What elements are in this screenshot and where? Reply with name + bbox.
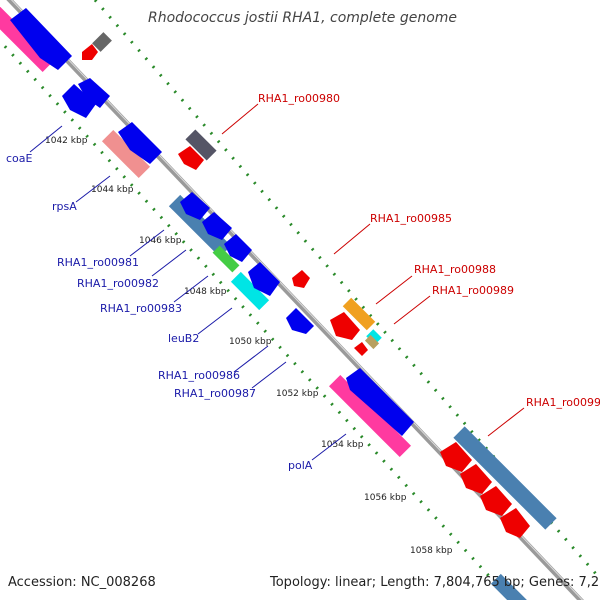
- gene-label-coaE[interactable]: coaE: [6, 152, 33, 165]
- gene-blue-b[interactable]: [202, 212, 232, 240]
- gene-label-RHA1_ro00987[interactable]: RHA1_ro00987: [174, 387, 256, 400]
- gene-red-a[interactable]: [330, 312, 360, 340]
- gene-label-RHA1_ro00986[interactable]: RHA1_ro00986: [158, 369, 240, 382]
- accession-text: Accession: NC_008268: [8, 575, 156, 590]
- gene-green[interactable]: [212, 245, 240, 273]
- gene-red-b[interactable]: [354, 342, 368, 356]
- tick-label: 1052 kbp: [276, 389, 319, 399]
- gene-label-RHA1_ro00982[interactable]: RHA1_ro00982: [77, 277, 159, 290]
- gene-label-RHA1_ro00981[interactable]: RHA1_ro00981: [57, 256, 139, 269]
- gene-red-c4[interactable]: [500, 508, 530, 538]
- gene-blue-d[interactable]: [286, 308, 314, 334]
- tick-label: 1050 kbp: [229, 337, 272, 347]
- map-title: Rhodococcus jostii RHA1, complete genome: [148, 10, 457, 26]
- gene-salmon-rpsA[interactable]: [101, 129, 151, 179]
- tick-label: 1044 kbp: [91, 185, 134, 195]
- gene-label-rpsA[interactable]: rpsA: [52, 200, 77, 213]
- tick-label: 1058 kbp: [410, 546, 453, 556]
- forward-strand-genes: [0, 4, 530, 600]
- gene-orange[interactable]: [342, 297, 376, 331]
- gene-label-RHA1_ro00991[interactable]: RHA1_ro00991: [526, 396, 600, 409]
- gene-red-c3[interactable]: [480, 486, 512, 516]
- gene-gray[interactable]: [92, 32, 112, 52]
- gene-label-RHA1_ro00983[interactable]: RHA1_ro00983: [100, 302, 182, 315]
- gene-red-c1[interactable]: [440, 442, 472, 472]
- gene-steelblue-long[interactable]: [453, 426, 557, 530]
- scale-ticks: 1042 kbp 1044 kbp 1046 kbp 1048 kbp 1050…: [45, 136, 453, 556]
- gene-cyan[interactable]: [366, 329, 382, 345]
- gene-cyan-leuB2[interactable]: [230, 271, 270, 311]
- gene-blue-top[interactable]: [10, 8, 72, 70]
- gene-label-RHA1_ro00989[interactable]: RHA1_ro00989: [432, 284, 514, 297]
- tick-label: 1054 kbp: [321, 440, 364, 450]
- gene-multicolor[interactable]: [185, 129, 217, 161]
- gene-red-mid[interactable]: [292, 270, 310, 288]
- gene-red-small[interactable]: [82, 44, 98, 60]
- gene-pink-top[interactable]: [0, 4, 54, 72]
- gene-blue-c[interactable]: [224, 234, 252, 262]
- gene-label-polA[interactable]: polA: [288, 459, 313, 472]
- callout-lines: [29, 103, 525, 461]
- gene-label-RHA1_ro00988[interactable]: RHA1_ro00988: [414, 263, 496, 276]
- gc-track-inner: [0, 38, 513, 600]
- gene-label-RHA1_ro00985[interactable]: RHA1_ro00985: [370, 212, 452, 225]
- gene-blue-rpsA[interactable]: [118, 122, 162, 164]
- reverse-strand-genes: [82, 32, 557, 538]
- gene-pink-polA[interactable]: [328, 374, 412, 458]
- gene-blue-a[interactable]: [180, 192, 210, 220]
- gene-label-RHA1_ro00980[interactable]: RHA1_ro00980: [258, 92, 340, 105]
- gene-blue-coaE-a[interactable]: [62, 84, 96, 118]
- gene-blue-polA[interactable]: [346, 368, 414, 436]
- gene-red[interactable]: [178, 146, 204, 170]
- gene-red-c2[interactable]: [460, 464, 492, 494]
- gene-blue-bottom[interactable]: [490, 573, 530, 600]
- topology-text: Topology: linear; Length: 7,804,765 bp; …: [269, 575, 600, 590]
- tick-label: 1048 kbp: [184, 287, 227, 297]
- tick-label: 1042 kbp: [45, 136, 88, 146]
- gene-olive[interactable]: [364, 334, 380, 350]
- gene-blue-leuB2[interactable]: [248, 262, 280, 296]
- tick-label: 1056 kbp: [364, 493, 407, 503]
- gene-label-leuB2[interactable]: leuB2: [168, 332, 199, 345]
- tick-label: 1046 kbp: [139, 236, 182, 246]
- gene-blue-coaE-b[interactable]: [78, 78, 110, 108]
